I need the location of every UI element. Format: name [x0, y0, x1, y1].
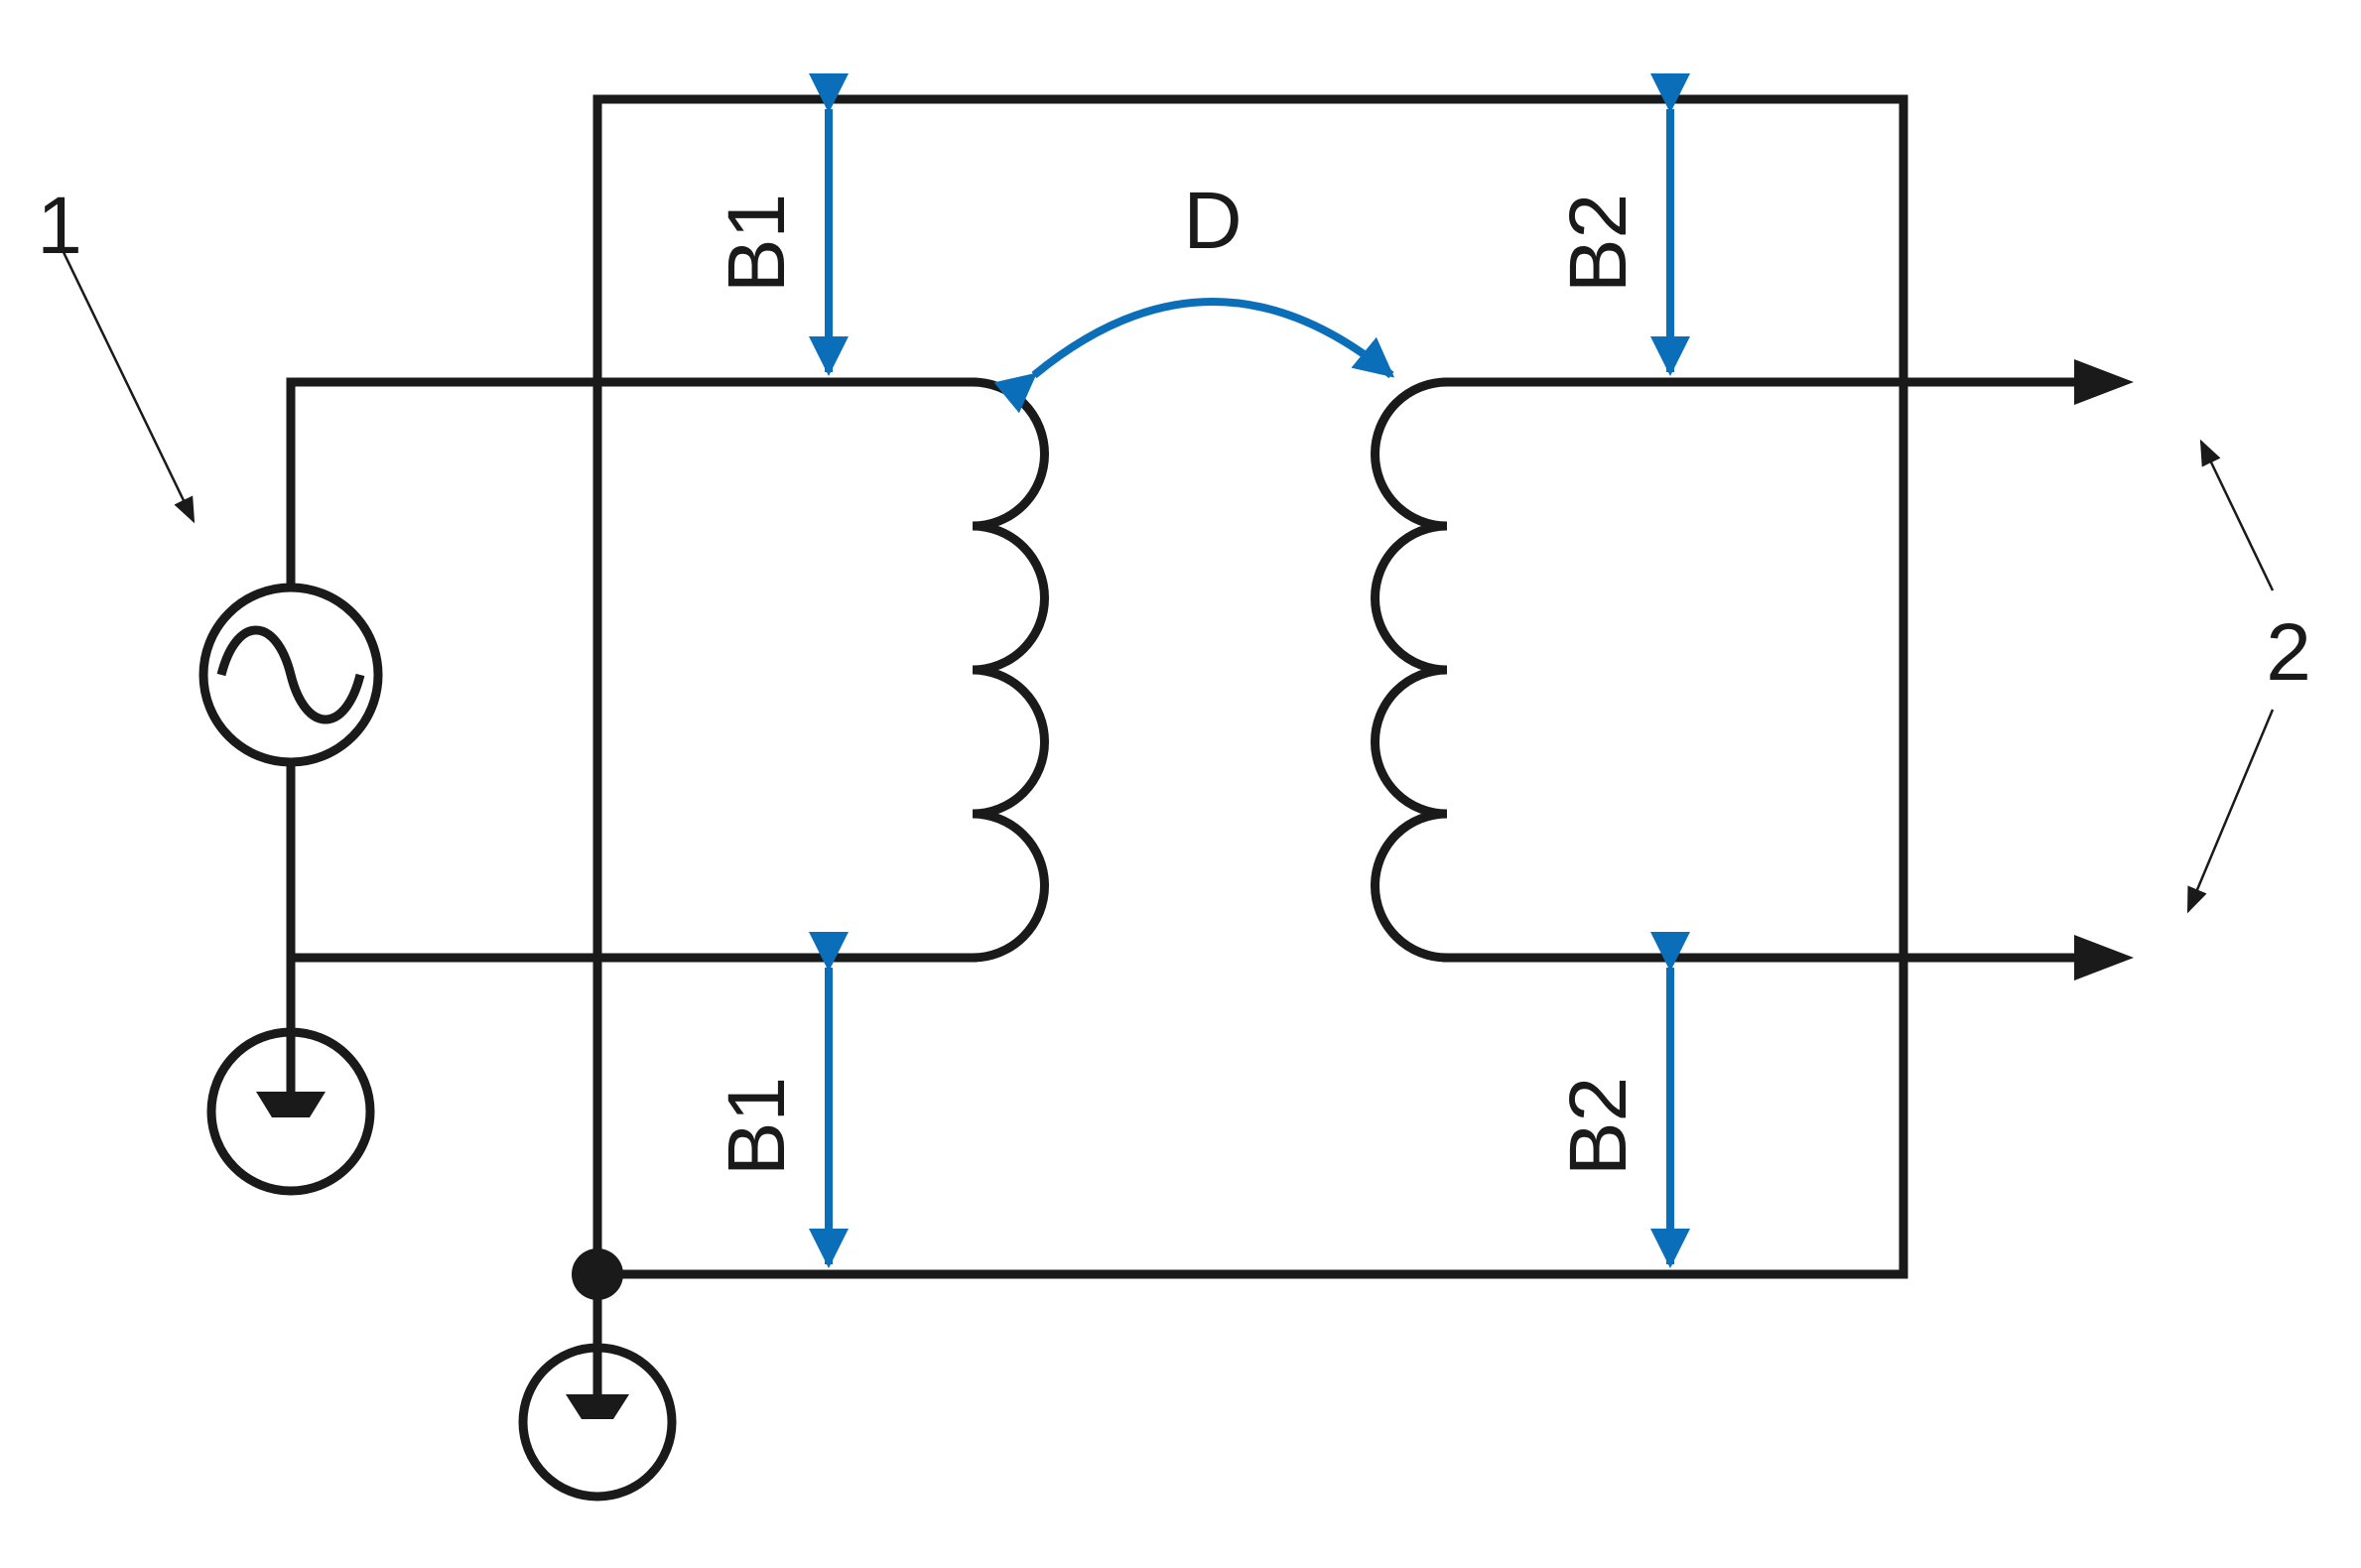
label-b1-bottom: B1: [712, 1077, 802, 1176]
output-arrow: [2074, 359, 2134, 405]
dimension-b2-bottom: B2: [1553, 932, 1690, 1268]
enclosure-ground: [518, 1248, 677, 1502]
label-b2-top: B2: [1553, 194, 1643, 293]
secondary-winding: [1371, 377, 1452, 963]
label-b2-bottom: B2: [1553, 1077, 1643, 1176]
primary-circuit: [286, 377, 978, 1037]
earth-ground-icon: [518, 1343, 677, 1502]
callout-label-2: 2: [2266, 607, 2311, 698]
dimension-d: D: [993, 176, 1395, 414]
label-b1-top: B1: [712, 194, 802, 293]
callout-2: 2: [2186, 439, 2311, 914]
callout-1: 1: [37, 181, 196, 524]
label-d: D: [1183, 176, 1242, 266]
enclosure: [592, 94, 1908, 1279]
callout-label-1: 1: [37, 181, 82, 271]
earth-ground-icon: [206, 1027, 375, 1196]
ac-source-icon: [198, 583, 383, 767]
dimension-b1-bottom: B1: [712, 932, 849, 1268]
primary-winding: [968, 377, 1049, 963]
dimension-b1-top: B1: [712, 73, 849, 376]
output-arrow: [2074, 935, 2134, 980]
dimension-b2-top: B2: [1553, 73, 1690, 376]
secondary-output: [1442, 359, 2134, 980]
